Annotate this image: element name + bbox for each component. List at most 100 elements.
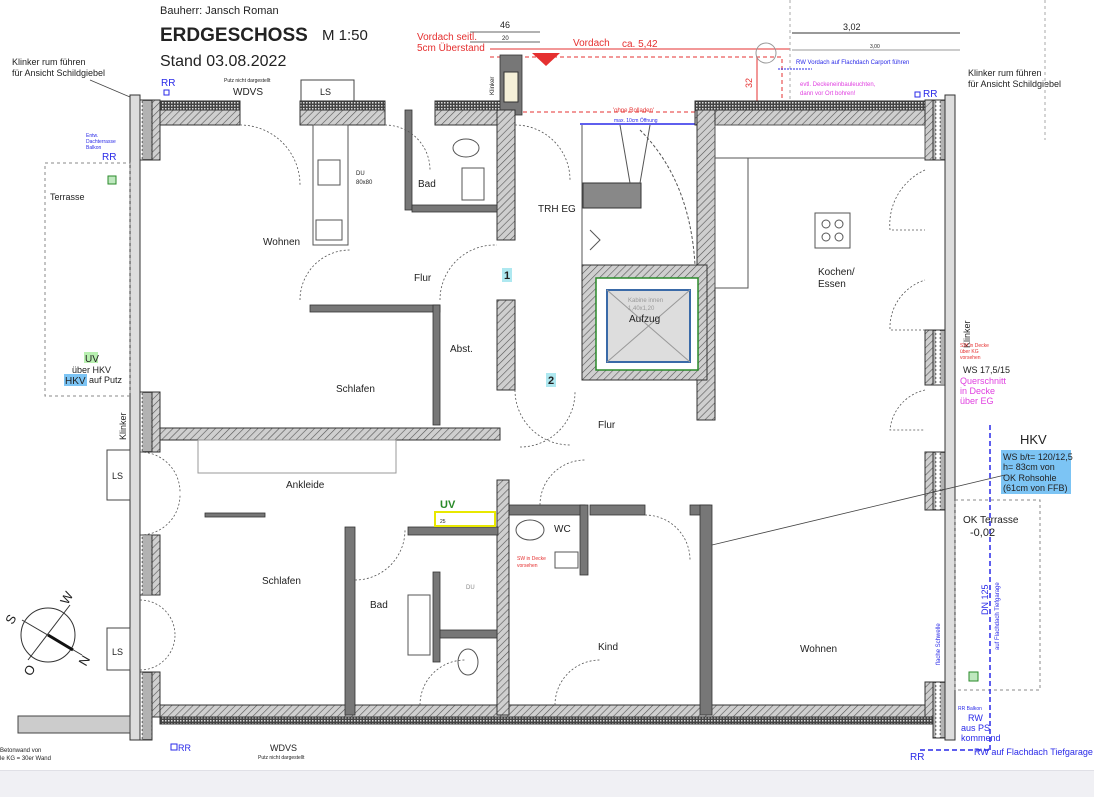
kabine-label: Kabine innen — [628, 298, 663, 304]
compass: S W N O — [2, 588, 93, 678]
dn125: DN 125 — [980, 584, 990, 615]
auf-putz: auf Putz — [89, 375, 123, 385]
room-du-size: 80x80 — [356, 180, 373, 186]
sw-decke: SW in Decke — [517, 556, 546, 562]
note-klinker-right-2: für Ansicht Schildgiebel — [968, 79, 1061, 89]
entw-note-3: Balkon — [86, 145, 102, 151]
hkv-ws-2: h= 83cm von — [1003, 462, 1055, 472]
uv-dim-25: 25 — [440, 519, 446, 525]
staircase — [581, 124, 696, 270]
room-wohnen-bottom: Wohnen — [800, 644, 837, 655]
rw-tiefgarage: RW auf Flachdach Tiefgarage — [974, 747, 1093, 757]
rw-label: RW — [968, 713, 983, 723]
room-bad-top: Bad — [418, 179, 436, 190]
room-schlafen-top: Schlafen — [336, 384, 375, 395]
dim-302: 3,02 — [843, 22, 861, 32]
putz-label: Putz nicht dargestellt — [224, 78, 271, 84]
rr-bottom-right: RR — [910, 752, 924, 763]
sw-kg-3: vorsehen — [960, 355, 981, 361]
compass-n: N — [75, 653, 93, 669]
querschnitt-2: in Decke — [960, 386, 995, 396]
note-klinker-left-2: für Ansicht Schildgiebel — [12, 68, 105, 78]
room-du-bottom: DU — [466, 585, 475, 591]
viewer-footer-bar — [0, 770, 1094, 797]
sw-decke-2: vorsehen — [517, 563, 538, 569]
ls-label: LS — [320, 87, 331, 97]
client-label: Bauherr: Jansch Roman — [160, 5, 279, 17]
room-schlafen-bottom: Schlafen — [262, 576, 301, 587]
rr-bottom: RR — [178, 743, 191, 753]
sw-kg: SW in Decke — [960, 343, 989, 349]
room-bad-bottom: Bad — [370, 600, 388, 611]
room-flur-top: Flur — [414, 273, 432, 284]
hkv-title: HKV — [1020, 432, 1047, 447]
rw-vordach-note: RW Vordach auf Flachdach Carport führen — [796, 60, 909, 66]
vordach-marker — [532, 53, 560, 66]
vordach-ueberstand: 5cm Überstand — [417, 42, 485, 54]
vordach-seitl: Vordach seitl. — [417, 32, 477, 43]
putz-bottom: Putz nicht dargestellt — [258, 755, 305, 761]
hkv-ws-4: (61cm von FFB) — [1003, 483, 1068, 493]
room-ankleide: Ankleide — [286, 480, 325, 491]
hkv-ws-1: WS b/t= 120/12,5 — [1003, 452, 1073, 462]
room-trh: TRH EG — [538, 204, 576, 215]
hkv-left: HKV — [65, 376, 86, 387]
compass-w: W — [57, 588, 76, 607]
leuchten-note: evtl. Deckeneinbauleuchten, — [800, 82, 876, 88]
room-kind: Kind — [598, 642, 618, 653]
marker-2: 2 — [548, 375, 554, 387]
max-oeffnung: max. 10cm Öffnung — [614, 117, 658, 124]
kommend: kommend — [961, 733, 1001, 743]
room-aufzug: Aufzug — [629, 314, 660, 325]
entw-note-2: Dachterrasse — [86, 139, 116, 145]
scale-label: M 1:50 — [322, 27, 368, 44]
note-klinker-right: Klinker rum führen — [968, 68, 1042, 78]
room-terrasse: Terrasse — [50, 192, 85, 202]
uv-left: UV — [85, 354, 99, 365]
beton-note-2: le KG = 30er Wand — [0, 756, 51, 762]
rr-label-right: RR — [923, 89, 937, 100]
rr-balkon: RR Balkon — [958, 706, 982, 712]
dim-20: 20 — [502, 36, 509, 42]
aus-ps: aus PS — [961, 723, 990, 733]
room-essen: Essen — [818, 279, 846, 290]
marker-1: 1 — [504, 270, 510, 282]
querschnitt: Querschnitt — [960, 376, 1007, 386]
room-wohnen-top: Wohnen — [263, 237, 300, 248]
dim-32: 32 — [744, 78, 754, 88]
ok-terrasse-value: -0,02 — [970, 527, 995, 539]
ok-terrasse: OK Terrasse — [963, 515, 1019, 526]
cooktop — [814, 212, 851, 249]
ws-label: WS 17,5/15 — [963, 365, 1010, 375]
klinker-right: Klinker — [962, 320, 972, 348]
hkv-ws-3: OK Rohsohle — [1003, 473, 1057, 483]
room-abst: Abst. — [450, 344, 473, 355]
note-klinker-left: Klinker rum führen — [12, 57, 86, 67]
flachdach-vertical: auf Flachdach Tiefgarage — [995, 582, 1001, 650]
klinker-top: Klinker — [490, 77, 496, 95]
compass-s: S — [2, 611, 19, 626]
room-flur-mid: Flur — [598, 420, 616, 431]
klinker-left: Klinker — [118, 412, 128, 440]
flache-schwelle: flache Schwelle — [936, 623, 942, 665]
wdvs-bottom: WDVS — [270, 743, 297, 753]
drain — [107, 175, 117, 185]
wdvs-label: WDVS — [233, 87, 263, 98]
ueber-hkv: über HKV — [72, 365, 111, 375]
dim-300: 3,00 — [870, 44, 880, 50]
room-kochen: Kochen/ — [818, 267, 855, 278]
dim-46: 46 — [500, 20, 510, 30]
uv-label: UV — [440, 499, 456, 511]
rr-terrasse: RR — [102, 152, 116, 163]
ls-left-2: LS — [112, 647, 123, 657]
page-title: ERDGESCHOSS — [160, 25, 308, 46]
ls-left-1: LS — [112, 471, 123, 481]
rr-label: RR — [161, 78, 175, 89]
ohne-rolladen: 'ohne Rolladen' — [613, 108, 654, 114]
compass-o: O — [20, 662, 38, 678]
vordach-label: Vordach — [573, 38, 610, 49]
room-du-top: DU — [356, 171, 365, 177]
kabine-size: 1,40x1,20 — [628, 306, 655, 312]
leuchten-note-2: dann vor Ort bohren! — [800, 91, 856, 97]
